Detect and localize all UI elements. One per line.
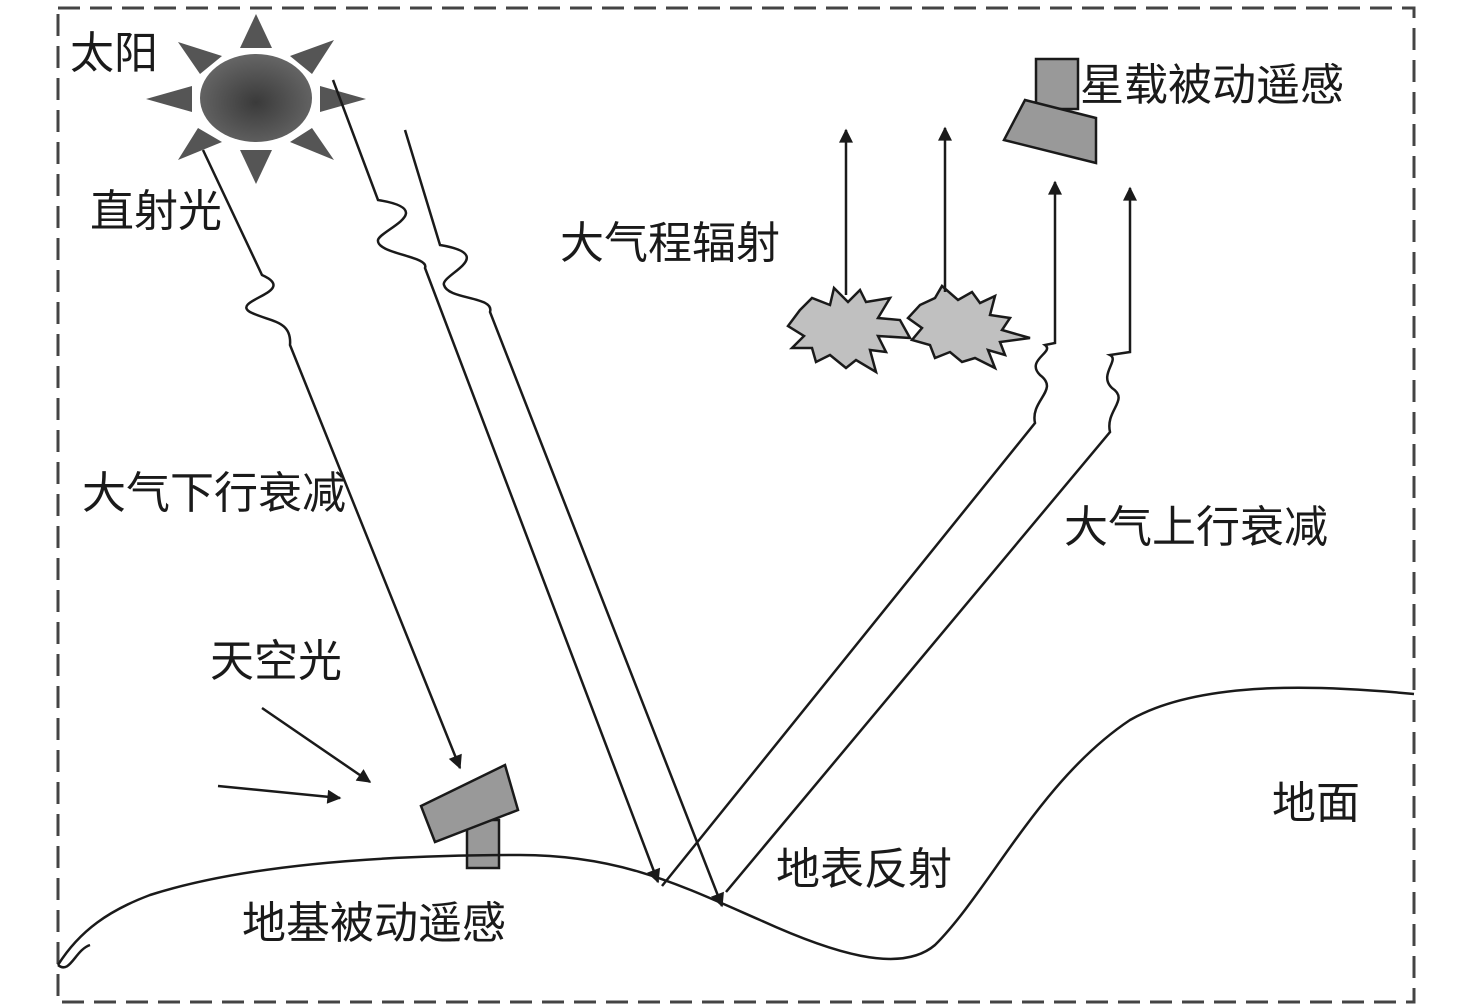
sky-light-arrow-2	[217, 784, 342, 804]
direct-light-ray-3	[403, 129, 724, 908]
label-path-radiance: 大气程辐射	[560, 218, 780, 269]
label-sun: 太阳	[70, 28, 158, 79]
label-upward-attenuation: 大气上行衰减	[1064, 502, 1328, 553]
ground-sensor-icon	[419, 763, 520, 870]
label-direct-light: 直射光	[90, 186, 222, 237]
label-ground-sensor: 地基被动遥感	[242, 898, 506, 949]
label-downward-attenuation: 大气下行衰减	[82, 468, 346, 519]
satellite-sensor-icon	[1002, 57, 1098, 165]
scatter-blob-1	[786, 285, 913, 375]
reflected-ray-1	[661, 180, 1062, 887]
direct-light-ray-2	[331, 79, 661, 884]
scatter-blob-2	[906, 284, 1031, 371]
ground-surface-edge	[57, 943, 91, 969]
label-ground: 地面	[1272, 778, 1360, 829]
dashed-frame	[56, 6, 1416, 1004]
label-surface-reflection: 地表反射	[776, 844, 952, 895]
reflected-ray-2	[725, 186, 1137, 893]
direct-light-ray-1	[201, 149, 462, 770]
sun-icon	[146, 14, 366, 184]
label-satellite-sensor: 星载被动遥感	[1080, 60, 1344, 111]
label-sky-light: 天空光	[210, 636, 342, 687]
sky-light-arrow-1	[261, 706, 372, 784]
ground-surface-line	[56, 686, 1415, 966]
